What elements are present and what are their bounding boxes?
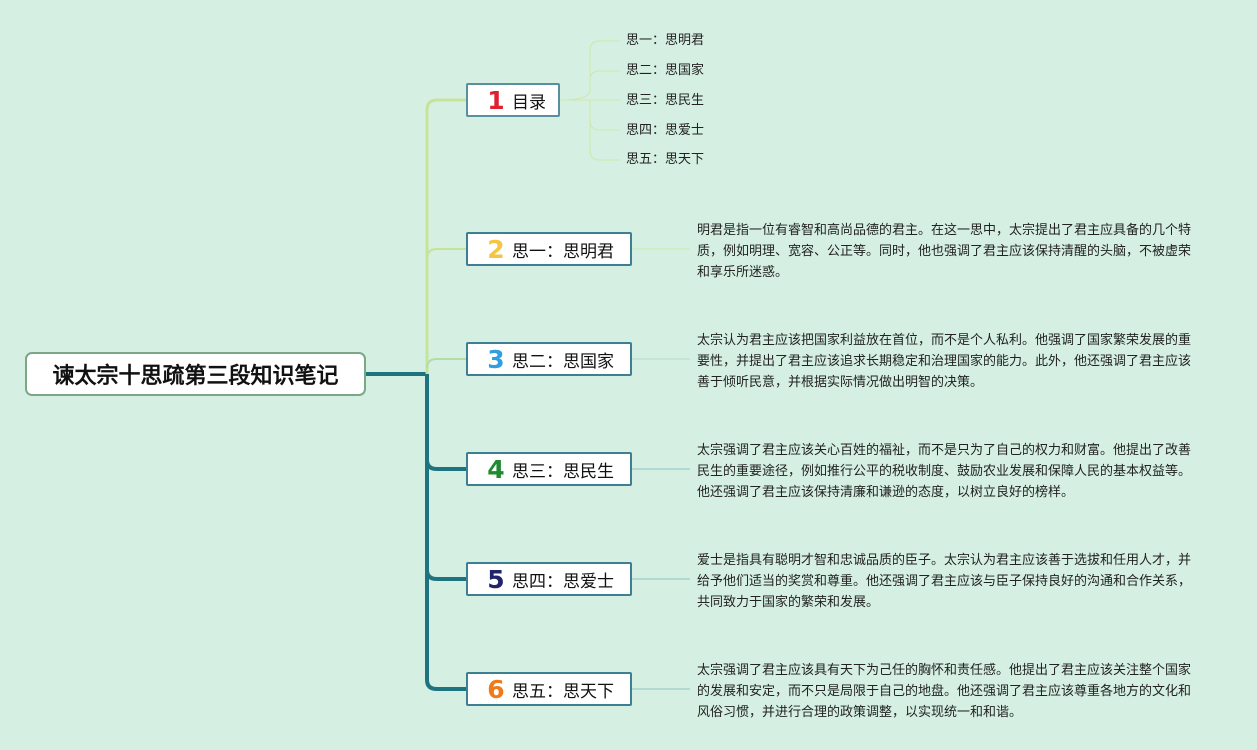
topic-label: 思五：思天下 <box>512 681 614 702</box>
topic-label: 思四：思爱士 <box>512 571 614 592</box>
topic-label: 思三：思民生 <box>512 461 614 482</box>
topic-number-3: 3 <box>487 344 505 374</box>
topic-label: 目录 <box>512 92 546 113</box>
topic-number-6: 6 <box>487 674 505 704</box>
branch-6 <box>425 374 467 691</box>
topic-number-1: 1 <box>487 85 505 115</box>
topic-toc[interactable]: 1 目录 <box>466 83 560 117</box>
branch-4 <box>425 459 467 471</box>
branch-3 <box>426 358 467 369</box>
branch-1 <box>425 98 467 374</box>
topic-si-mingjun[interactable]: 2 思一：思明君 <box>466 232 632 266</box>
topic-number-5: 5 <box>487 564 505 594</box>
note-si-guojia: 太宗认为君主应该把国家利益放在首位，而不是个人私利。他强调了国家繁荣发展的重要性… <box>697 333 1192 390</box>
toc-item[interactable]: 思四：思爱士 <box>626 123 705 138</box>
note-si-tianxia: 太宗强调了君主应该具有天下为己任的胸怀和责任感。他提出了君主应该关注整个国家的发… <box>697 663 1192 720</box>
topic-si-aishi[interactable]: 5 思四：思爱士 <box>466 562 632 596</box>
branch-5 <box>425 569 467 581</box>
root-topic[interactable]: 谏太宗十思疏第三段知识笔记 <box>25 352 366 396</box>
topic-label: 思二：思国家 <box>512 351 614 372</box>
note-si-minsheng: 太宗强调了君主应该关心百姓的福祉，而不是只为了自己的权力和财富。他提出了改善民生… <box>697 443 1192 500</box>
topic-si-tianxia[interactable]: 6 思五：思天下 <box>466 672 632 706</box>
topic-si-guojia[interactable]: 3 思二：思国家 <box>466 342 632 376</box>
toc-item[interactable]: 思一：思明君 <box>626 33 705 48</box>
toc-link-2 <box>589 70 620 81</box>
toc-item[interactable]: 思三：思民生 <box>626 93 705 108</box>
toc-item[interactable]: 思二：思国家 <box>626 63 705 78</box>
topic-number-4: 4 <box>487 454 505 484</box>
topic-label: 思一：思明君 <box>512 241 614 262</box>
toc-link-1 <box>559 40 620 101</box>
toc-link-5 <box>589 100 620 161</box>
toc-item[interactable]: 思五：思天下 <box>626 152 705 167</box>
note-si-aishi: 爱士是指具有聪明才智和忠诚品质的臣子。太宗认为君主应该善于选拔和任用人才，并给予… <box>697 553 1192 610</box>
topic-number-2: 2 <box>487 234 505 264</box>
note-si-mingjun: 明君是指一位有睿智和高尚品德的君主。在这一思中，太宗提出了君主应具备的几个特质，… <box>697 223 1192 280</box>
toc-link-4 <box>589 119 620 131</box>
root-title: 谏太宗十思疏第三段知识笔记 <box>52 364 339 389</box>
branch-2 <box>426 248 467 260</box>
topic-si-minsheng[interactable]: 4 思三：思民生 <box>466 452 632 486</box>
